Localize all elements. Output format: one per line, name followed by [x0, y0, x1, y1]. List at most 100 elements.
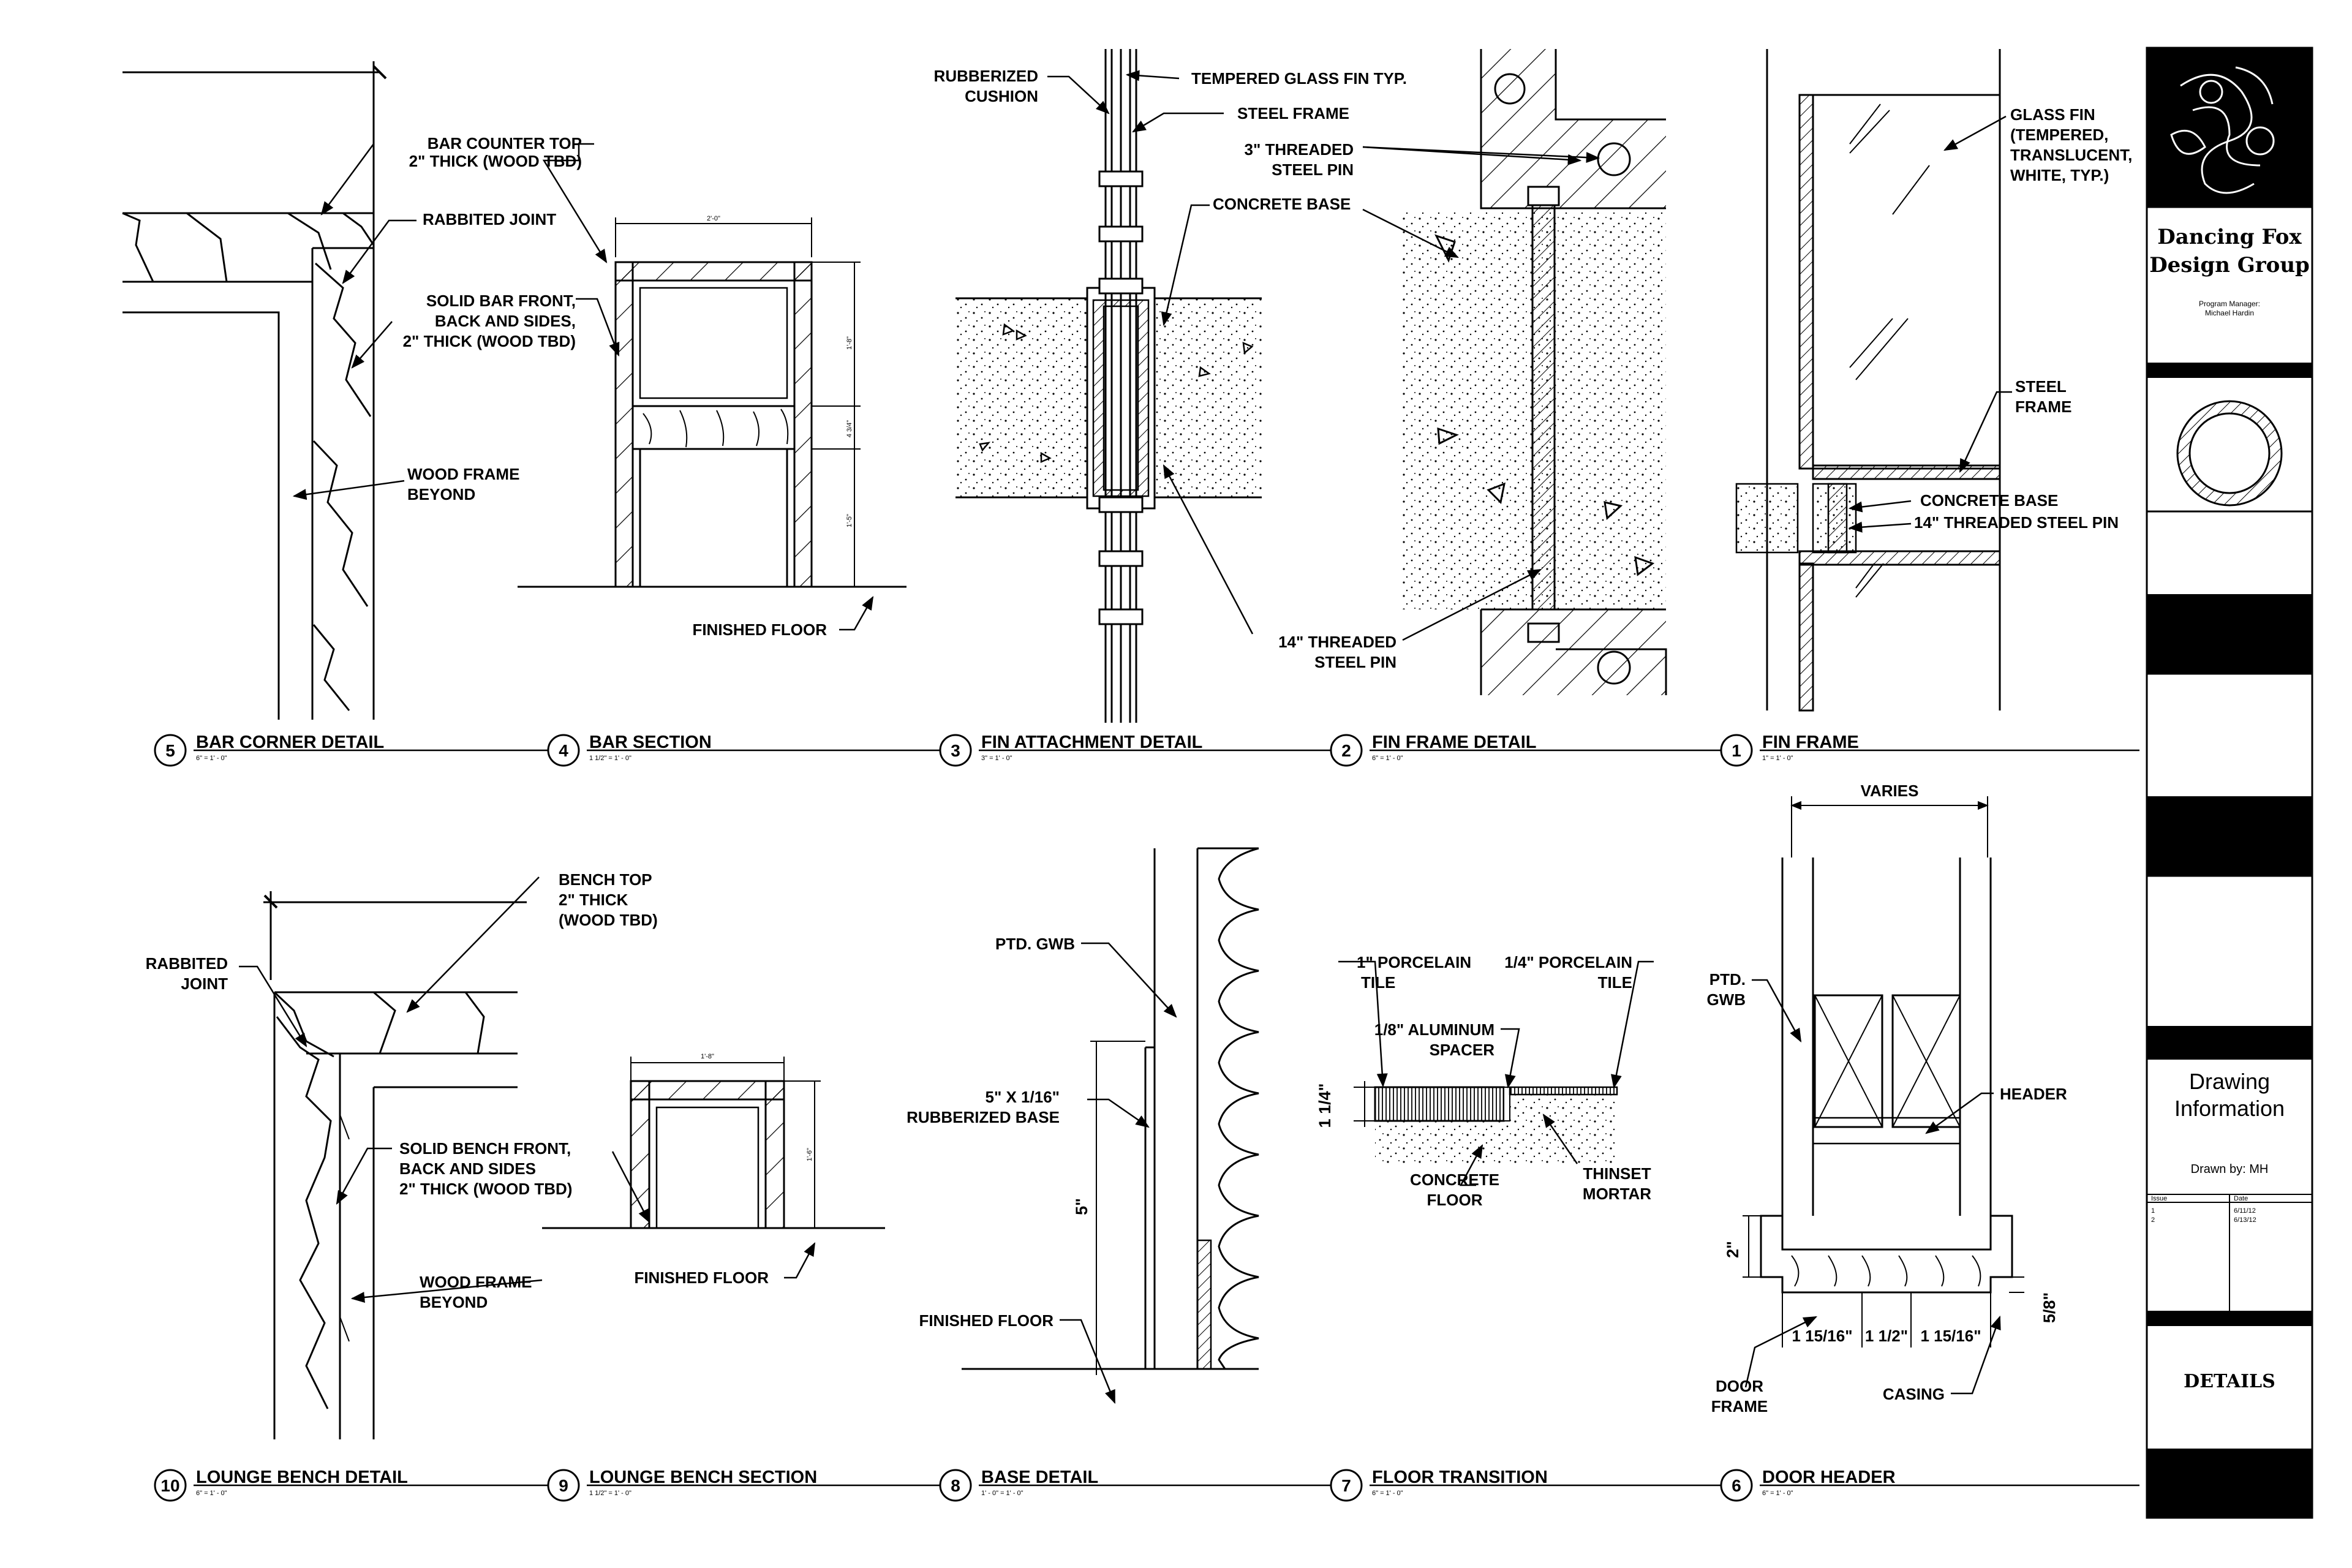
detail-number-circle [547, 734, 580, 767]
note-door-gwb-1: PTD. [1709, 970, 1746, 989]
detail-number-circle [939, 1469, 972, 1502]
note-glass-fin-1: GLASS FIN [2010, 105, 2095, 124]
detail-number-circle [154, 734, 187, 767]
detail-scale-text: 6" = 1' - 0" [196, 1490, 227, 1497]
note-door-gwb-2: GWB [1706, 990, 1746, 1009]
detail-number-circle [1720, 734, 1753, 767]
note-tile1-2: TILE [1361, 973, 1395, 992]
detail-9-lounge-bench-section: 1'-8" 1'-6" FINISHED FLOOR [542, 1053, 885, 1287]
note-concrete-floor-2: FLOOR [1427, 1191, 1483, 1209]
detail-number: 9 [559, 1476, 568, 1495]
note-door-frame-2: FRAME [1711, 1397, 1768, 1415]
note-base-rubber-2: RUBBERIZED BASE [907, 1108, 1060, 1126]
note-bench-finished-floor: FINISHED FLOOR [634, 1268, 769, 1287]
dim-door-w3: 1 15/16" [1920, 1327, 1981, 1345]
detail-number: 6 [1732, 1476, 1741, 1495]
issue-2-date: 6/13/12 [2234, 1216, 2256, 1224]
detail-number: 3 [951, 741, 960, 760]
title-block: Dancing Fox Design Group Program Manager… [2146, 47, 2313, 1519]
company-name-line1: Dancing Fox [2157, 225, 2302, 249]
note-bench-top-1: BENCH TOP [559, 870, 652, 889]
detail-number-circle [939, 734, 972, 767]
detail-title-text: LOUNGE BENCH DETAIL [196, 1468, 408, 1487]
detail-title-6: 6 DOOR HEADER 6" = 1' - 0" [1720, 1468, 2139, 1502]
detail-scale-text: 1 1/2" = 1' - 0" [589, 1490, 631, 1497]
note-3in-pin-1: 3" THREADED [1245, 140, 1354, 159]
note-concrete-floor-1: CONCRETE [1410, 1170, 1499, 1189]
note-bench-rabbited-2: JOINT [181, 974, 228, 993]
note-14in-pin-1: 14" THREADED [1278, 633, 1396, 651]
note-concrete-base: CONCRETE BASE [1213, 195, 1351, 213]
note-wood-frame-2: BEYOND [407, 485, 475, 503]
detail-title-text: LOUNGE BENCH SECTION [589, 1468, 817, 1487]
detail-10-lounge-bench: BENCH TOP 2" THICK (WOOD TBD) RABBITED J… [146, 870, 658, 1439]
dim-door-w2: 1 1/2" [1865, 1327, 1908, 1345]
note-steel-frame-2: FRAME [2015, 398, 2071, 416]
note-bench-frame-1: WOOD FRAME [420, 1273, 532, 1291]
program-manager-label: Program Manager: [2199, 300, 2260, 308]
note-solid-front-1: SOLID BAR FRONT, [426, 292, 576, 310]
note-base-gwb: PTD. GWB [995, 935, 1075, 953]
note-base-finished-floor: FINISHED FLOOR [919, 1311, 1054, 1330]
detail-title-text: DOOR HEADER [1762, 1468, 1896, 1487]
note-bench-top-2: 2" THICK [559, 891, 628, 909]
note-rubberized-1: RUBBERIZED [934, 67, 1038, 85]
note-bench-rabbited-1: RABBITED [146, 954, 228, 973]
note-spacer-2: SPACER [1430, 1041, 1495, 1059]
note-steel-frame-1: STEEL [2015, 377, 2067, 396]
note-wood-frame-1: WOOD FRAME [407, 465, 519, 483]
detail-scale-text: 1" = 1' - 0" [1762, 755, 1793, 762]
note-bench-solid-2: BACK AND SIDES [399, 1159, 536, 1178]
sheet-title: DETAILS [2184, 1371, 2275, 1392]
note-bar-finished-floor: FINISHED FLOOR [692, 620, 827, 639]
detail-5-bar-corner: BAR COUNTER TOP 2" THICK (WOOD TBD) RABB… [122, 61, 620, 720]
dim-door-varies: VARIES [1861, 782, 1919, 800]
dim-door-w1: 1 15/16" [1792, 1327, 1852, 1345]
drawn-by: Drawn by: MH [2191, 1163, 2269, 1176]
detail-number: 7 [1341, 1476, 1351, 1495]
detail-title-text: BASE DETAIL [981, 1468, 1098, 1487]
company-name-line2: Design Group [2149, 253, 2310, 277]
detail-title-text: FIN FRAME DETAIL [1372, 733, 1537, 752]
detail-2-fin-frame [1362, 49, 1667, 695]
detail-scale-text: 6" = 1' - 0" [1372, 1490, 1403, 1497]
dim-bar-h1: 1'-8" [846, 336, 853, 350]
dim-bench-height: 1'-6" [806, 1148, 813, 1161]
detail-number: 10 [160, 1476, 179, 1495]
detail-scale-text: 6" = 1' - 0" [1372, 755, 1403, 762]
note-steel-frame: STEEL FRAME [1237, 104, 1349, 123]
note-rubberized-2: CUSHION [965, 87, 1038, 105]
detail-number-circle [1330, 1469, 1363, 1502]
detail-3-fin-attachment: RUBBERIZED CUSHION TEMPERED GLASS FIN TY… [934, 49, 1582, 723]
detail-scale-text: 6" = 1' - 0" [1762, 1490, 1793, 1497]
detail-7-floor-transition: 1 1/4" 1" PORCELAIN TILE 1/4" PORCELAIN … [1316, 953, 1654, 1209]
pipe-section-symbol-icon [2176, 400, 2283, 507]
dim-door-58: 5/8" [2040, 1292, 2059, 1323]
detail-4-bar-section: 2'-0" 1'-8" 4 3/4" 1'-5" FINISHED FLOOR [518, 215, 907, 639]
detail-scale-text: 1 1/2" = 1' - 0" [589, 755, 631, 762]
dim-door-2in: 2" [1724, 1241, 1742, 1258]
note-concrete-base-1: CONCRETE BASE [1920, 491, 2058, 510]
detail-number: 8 [951, 1476, 960, 1495]
note-base-rubber-1: 5" X 1/16" [985, 1088, 1060, 1106]
note-rabbited-joint: RABBITED JOINT [423, 210, 556, 228]
drawing-info-line1: Drawing [2189, 1069, 2270, 1094]
detail-title-text: BAR SECTION [589, 733, 712, 752]
note-bench-top-3: (WOOD TBD) [559, 911, 658, 929]
dim-bar-width: 2'-0" [707, 215, 720, 222]
celtic-fox-logo-icon [2170, 66, 2275, 194]
note-bench-solid-1: SOLID BENCH FRONT, [399, 1139, 571, 1158]
detail-title-text: FIN FRAME [1762, 733, 1859, 752]
dim-tile-height: 1 1/4" [1316, 1084, 1334, 1128]
detail-number: 5 [165, 741, 175, 760]
note-tile1-1: 1" PORCELAIN [1357, 953, 1471, 971]
issue-1: 1 [2151, 1207, 2155, 1215]
note-thinset-2: MORTAR [1583, 1185, 1651, 1203]
detail-number-circle [1720, 1469, 1753, 1502]
dim-bench-width: 1'-8" [701, 1053, 714, 1060]
note-glass-fin-4: WHITE, TYP.) [2010, 166, 2109, 184]
detail-1-fin-frame: GLASS FIN (TEMPERED, TRANSLUCENT, WHITE,… [1735, 49, 2132, 712]
